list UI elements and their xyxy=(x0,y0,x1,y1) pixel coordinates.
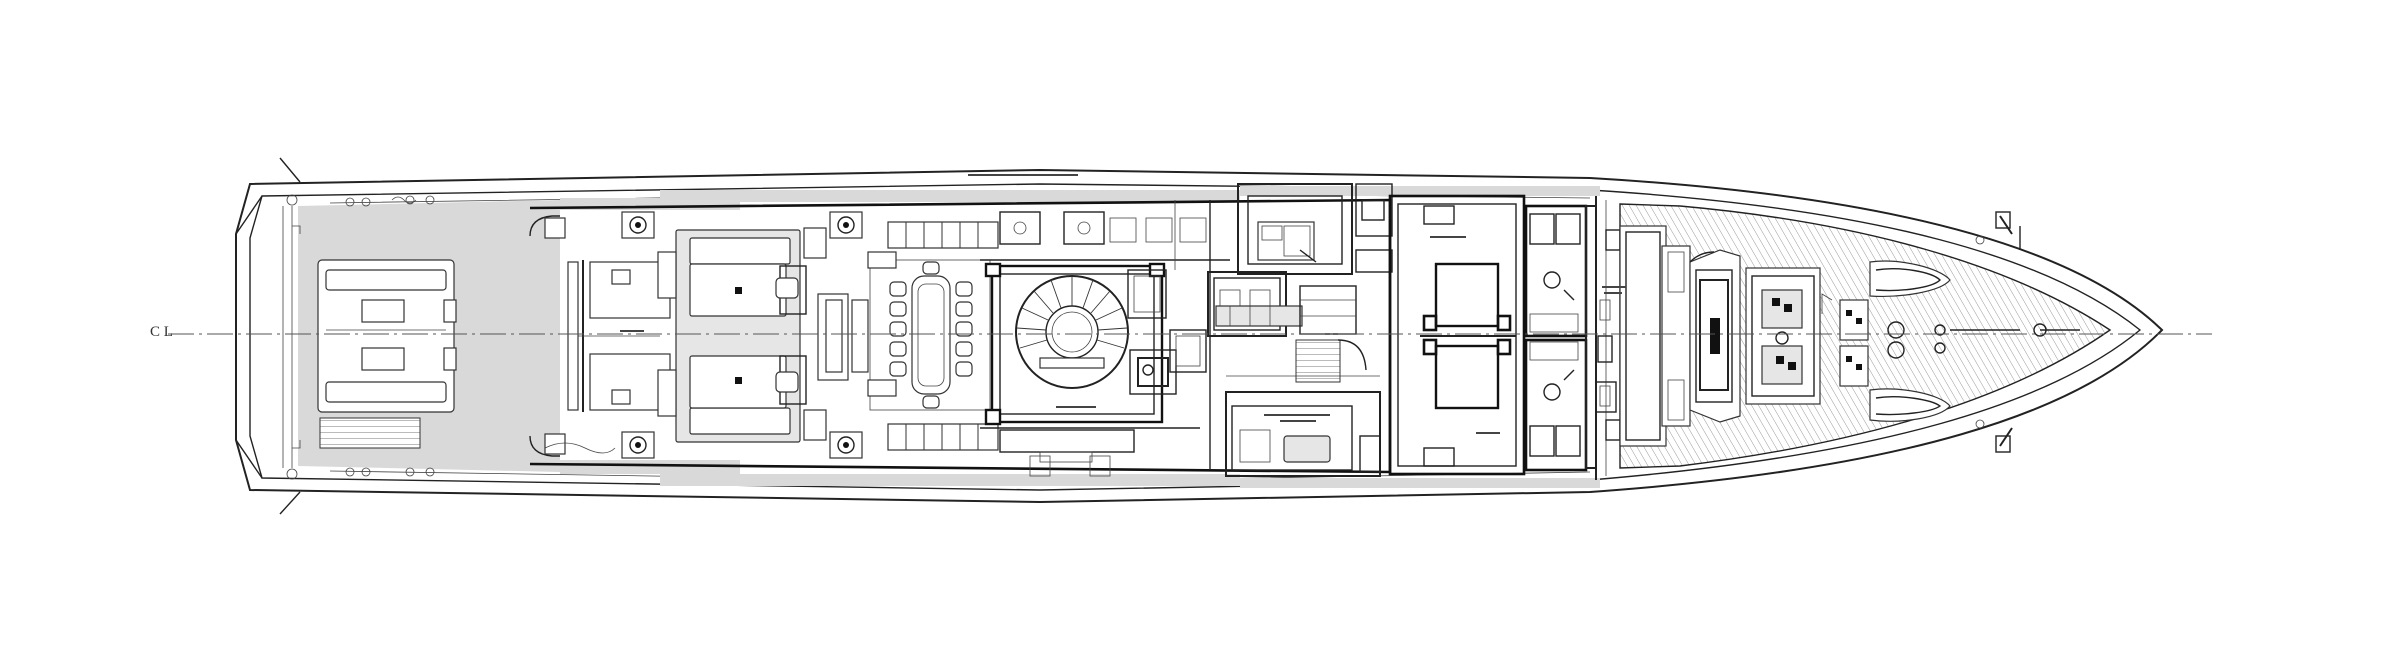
foredeck xyxy=(1595,203,2112,469)
galley xyxy=(1207,183,1393,477)
centerline-label: C L xyxy=(150,324,173,340)
aft-deck xyxy=(286,186,1600,488)
forward-suite xyxy=(1388,194,1621,480)
atrium-stair xyxy=(867,200,1230,477)
room-marks xyxy=(620,174,1626,434)
centerline: C L xyxy=(150,324,2212,340)
main-saloon xyxy=(529,198,1392,474)
